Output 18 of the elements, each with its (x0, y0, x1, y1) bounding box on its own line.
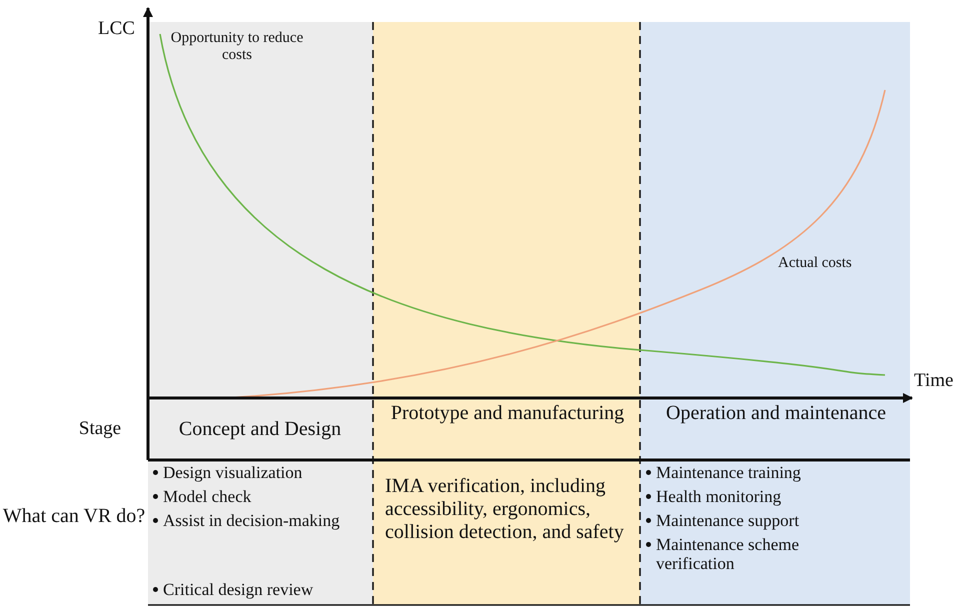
bullet-item: Maintenance training (645, 463, 881, 482)
bullet-item: Design visualization (152, 463, 378, 482)
bullet-item: Model check (152, 487, 378, 506)
curve-label: Actual costs (778, 255, 853, 272)
stage-description: IMA verification, including accessibility, ergonomics, collision detection, and safety (385, 475, 625, 544)
bullet-item: Maintenance scheme verification (645, 535, 856, 574)
bullet-item: Assist in decision-making (152, 511, 343, 530)
bullet-item: Health monitoring (645, 487, 881, 506)
row-header: What can VR do? (2, 505, 146, 528)
stage-name: Prototype and manufacturing (390, 402, 626, 425)
stage-name: Operation and maintenance (665, 402, 887, 425)
axis-label: LCC (98, 18, 136, 40)
bullet-item: Critical design review (152, 580, 378, 600)
curve-label: Opportunity to reduce costs (170, 30, 304, 64)
row-header: Stage (78, 418, 122, 440)
stage-name: Concept and Design (178, 418, 342, 441)
axis-label: Time (914, 370, 954, 392)
bullet-item: Maintenance support (645, 511, 881, 530)
